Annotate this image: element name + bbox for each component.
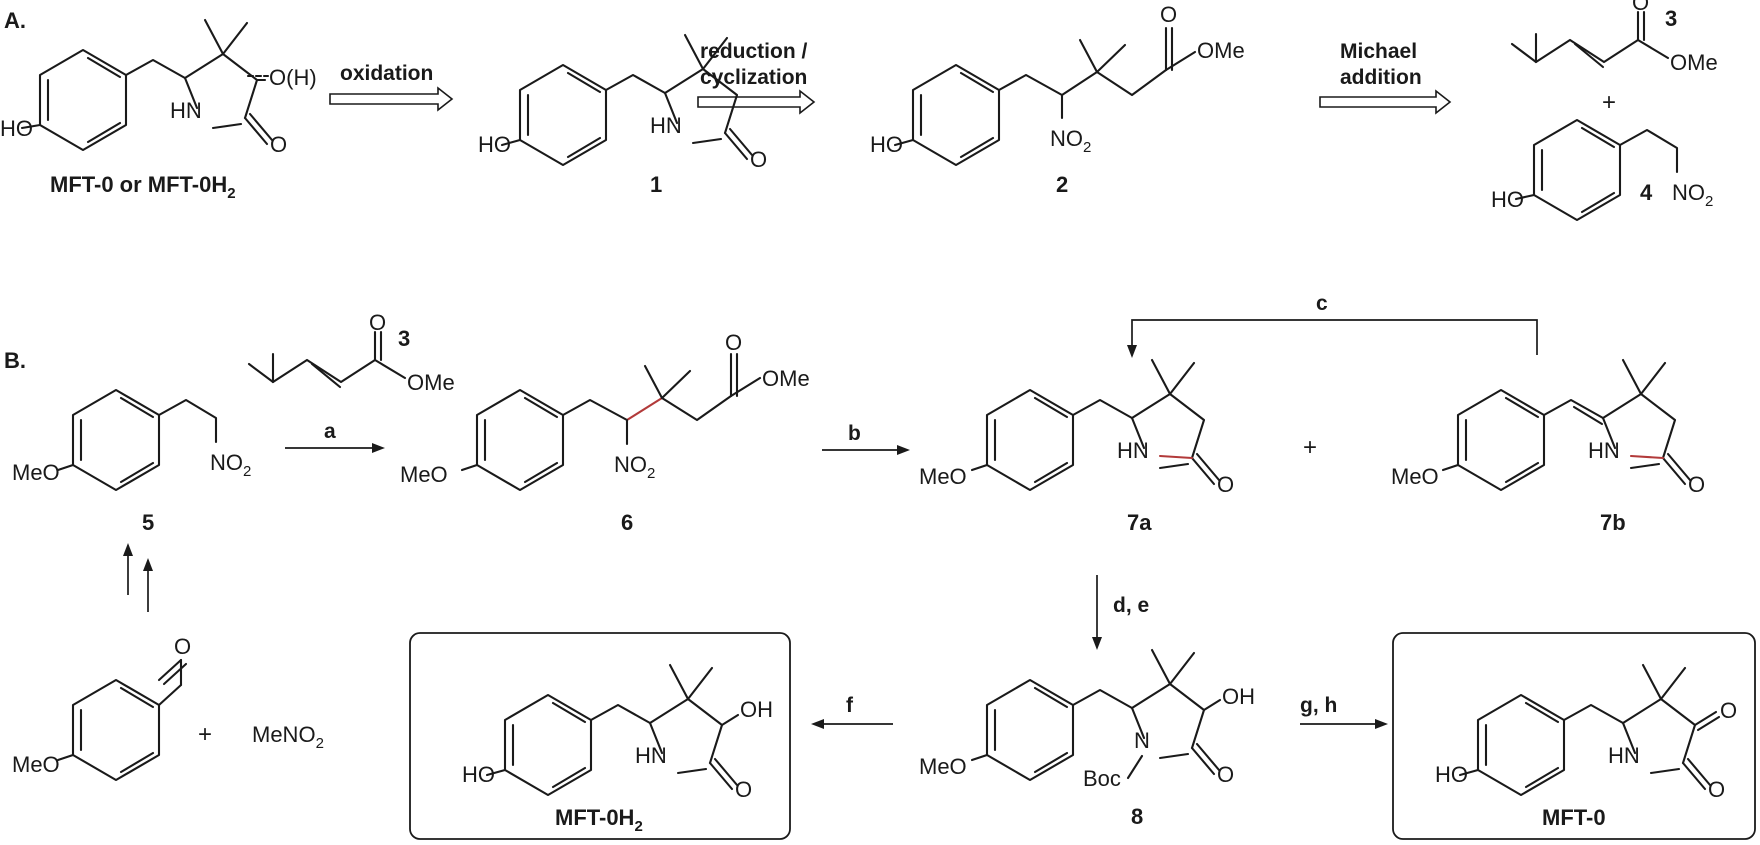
reagent-menitro: MeNO2 xyxy=(252,722,324,752)
condition-gh: g, h xyxy=(1300,694,1337,717)
structure-compound-2: HO O OMe NO2 xyxy=(870,2,1245,167)
retro-label-reduction-1: reduction / xyxy=(700,40,808,63)
structure-mft0: HO O HN O xyxy=(1435,663,1737,802)
svg-text:MeO: MeO xyxy=(12,752,60,777)
svg-text:HN: HN xyxy=(1588,438,1620,463)
svg-text:O: O xyxy=(1720,698,1737,723)
structure-compound-4: HO NO2 xyxy=(1491,118,1713,222)
svg-text:MeO: MeO xyxy=(1391,464,1439,489)
svg-text:O: O xyxy=(750,147,767,172)
svg-text:HO: HO xyxy=(870,132,903,157)
compound-label-4: 4 xyxy=(1640,180,1653,205)
svg-text:MeO: MeO xyxy=(919,754,967,779)
retro-arrow-michael xyxy=(1319,89,1452,115)
plus-b: + xyxy=(198,721,212,748)
condition-a: a xyxy=(324,420,336,443)
svg-text:HO: HO xyxy=(478,132,511,157)
svg-text:NO2: NO2 xyxy=(210,450,251,480)
retro-label-michael-2: addition xyxy=(1340,66,1422,89)
svg-text:NO2: NO2 xyxy=(1050,126,1091,156)
structure-compound-6: MeO O OMe NO2 xyxy=(400,330,810,492)
condition-f: f xyxy=(846,694,854,717)
compound-label-8: 8 xyxy=(1131,804,1143,829)
compound-label-mft0: MFT-0 xyxy=(1542,805,1606,830)
compound-label-2: 2 xyxy=(1056,172,1068,197)
svg-text:HN: HN xyxy=(1117,438,1149,463)
box-mft0h2 xyxy=(409,632,791,840)
svg-text:OMe: OMe xyxy=(1670,50,1718,75)
svg-text:O: O xyxy=(735,777,752,802)
condition-b: b xyxy=(848,422,861,445)
svg-text:O: O xyxy=(1217,472,1234,497)
svg-text:O: O xyxy=(1632,0,1649,15)
svg-text:HO: HO xyxy=(1491,187,1524,212)
svg-text:MeO: MeO xyxy=(12,460,60,485)
svg-text:OMe: OMe xyxy=(1197,38,1245,63)
condition-c: c xyxy=(1316,292,1328,315)
retro-label-oxidation: oxidation xyxy=(340,62,433,85)
section-b-label: B. xyxy=(4,348,26,373)
structure-mft0h2: HO OH HN O xyxy=(462,663,773,802)
svg-text:O: O xyxy=(1217,762,1234,787)
atom-hn: HN xyxy=(170,98,202,123)
svg-text:HN: HN xyxy=(1608,743,1640,768)
structure-compound-3a: O OMe xyxy=(1510,0,1718,75)
svg-text:HN: HN xyxy=(650,113,682,138)
svg-text:OH: OH xyxy=(1222,684,1255,709)
svg-text:OMe: OMe xyxy=(762,366,810,391)
svg-text:O: O xyxy=(1160,2,1177,27)
structure-anisaldehyde: MeO O xyxy=(12,634,191,782)
structure-compound-5: MeO NO2 xyxy=(12,388,251,492)
svg-text:NO2: NO2 xyxy=(614,452,655,482)
compound-label-3b: 3 xyxy=(398,326,410,351)
retro-arrow-reduction xyxy=(697,89,816,115)
svg-text:Boc: Boc xyxy=(1083,766,1121,791)
compound-label-1: 1 xyxy=(650,172,662,197)
plus-7: + xyxy=(1303,434,1317,461)
box-mft0 xyxy=(1392,632,1756,840)
atom-ho: HO xyxy=(0,116,33,141)
svg-text:OMe: OMe xyxy=(407,370,455,395)
compound-label-7a: 7a xyxy=(1127,510,1152,535)
arrow-c xyxy=(1131,319,1538,355)
svg-text:HN: HN xyxy=(635,743,667,768)
svg-text:HO: HO xyxy=(462,762,495,787)
svg-text:MeO: MeO xyxy=(400,462,448,487)
structure-compound-1: HO HN O xyxy=(478,33,767,172)
plus-a: + xyxy=(1602,89,1616,116)
svg-text:MeO: MeO xyxy=(919,464,967,489)
svg-text:NO2: NO2 xyxy=(1672,180,1713,210)
compound-label-3a: 3 xyxy=(1665,6,1677,31)
svg-text:O: O xyxy=(174,634,191,659)
structure-compound-3b: O OMe xyxy=(247,310,455,395)
condition-de: d, e xyxy=(1113,594,1149,617)
svg-text:N: N xyxy=(1134,728,1150,753)
structure-mft0-generic: HO O(H) HN O xyxy=(0,18,317,157)
compound-label-7b: 7b xyxy=(1600,510,1626,535)
atom-oxo-oh: O(H) xyxy=(269,65,317,90)
retro-label-reduction-2: cyclization xyxy=(700,66,807,89)
structure-compound-7a: MeO HN O xyxy=(919,358,1234,497)
structure-compound-7b: MeO HN O xyxy=(1391,358,1705,497)
svg-text:O: O xyxy=(725,330,742,355)
compound-label-6: 6 xyxy=(621,510,633,535)
section-a-label: A. xyxy=(4,8,26,33)
retro-label-michael-1: Michael xyxy=(1340,40,1417,63)
svg-text:HO: HO xyxy=(1435,762,1468,787)
structure-compound-8: MeO OH N Boc O xyxy=(919,648,1255,791)
svg-text:OH: OH xyxy=(740,697,773,722)
compound-label-5: 5 xyxy=(142,510,154,535)
svg-text:O: O xyxy=(1688,472,1705,497)
atom-o: O xyxy=(270,132,287,157)
compound-label-mft0-or-mft0h2: MFT-0 or MFT-0H2 xyxy=(50,172,236,202)
svg-text:O: O xyxy=(369,310,386,335)
compound-label-mft0h2: MFT-0H2 xyxy=(555,805,643,835)
retro-arrow-oxidation xyxy=(329,86,454,112)
svg-text:O: O xyxy=(1708,777,1725,802)
